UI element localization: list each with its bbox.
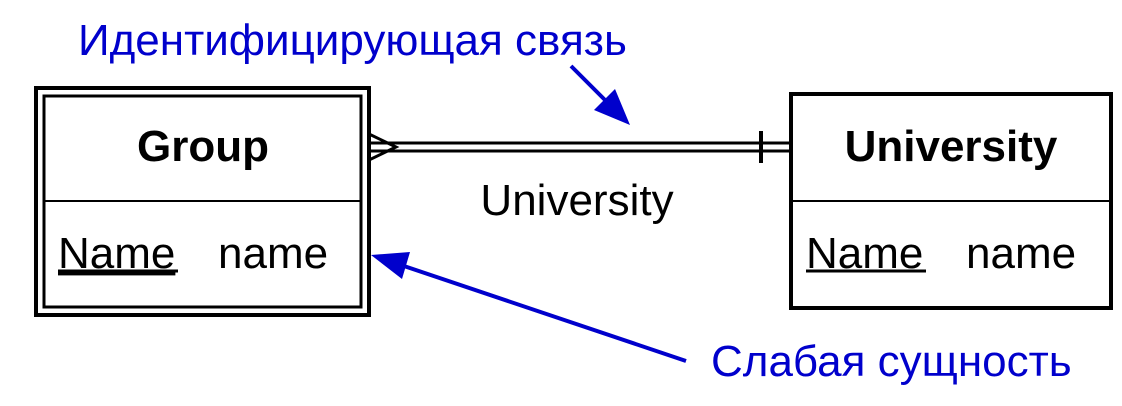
annotation-weak-entity: Слабая сущность (711, 337, 1072, 386)
crows-foot-many-marker (368, 132, 400, 162)
relationship-label: University (480, 176, 673, 225)
entity-group-title: Group (137, 122, 269, 171)
arrow-identifying-relationship (569, 64, 630, 125)
arrowhead-identifying (594, 89, 630, 125)
arrowhead-weak-entity (371, 252, 410, 279)
entity-university[interactable]: University Name name (789, 92, 1113, 310)
entity-group[interactable]: Group Name name (34, 86, 371, 317)
entity-group-attribute-type: name (218, 229, 328, 278)
entity-group-outer-border (34, 86, 371, 317)
relationship-line[interactable] (368, 131, 791, 163)
annotation-identifying-relationship: Идентифицирующая связь (78, 16, 627, 65)
entity-university-title: University (845, 122, 1058, 171)
arrow-weak-entity (371, 252, 687, 363)
entity-university-attribute-type: name (966, 229, 1076, 278)
